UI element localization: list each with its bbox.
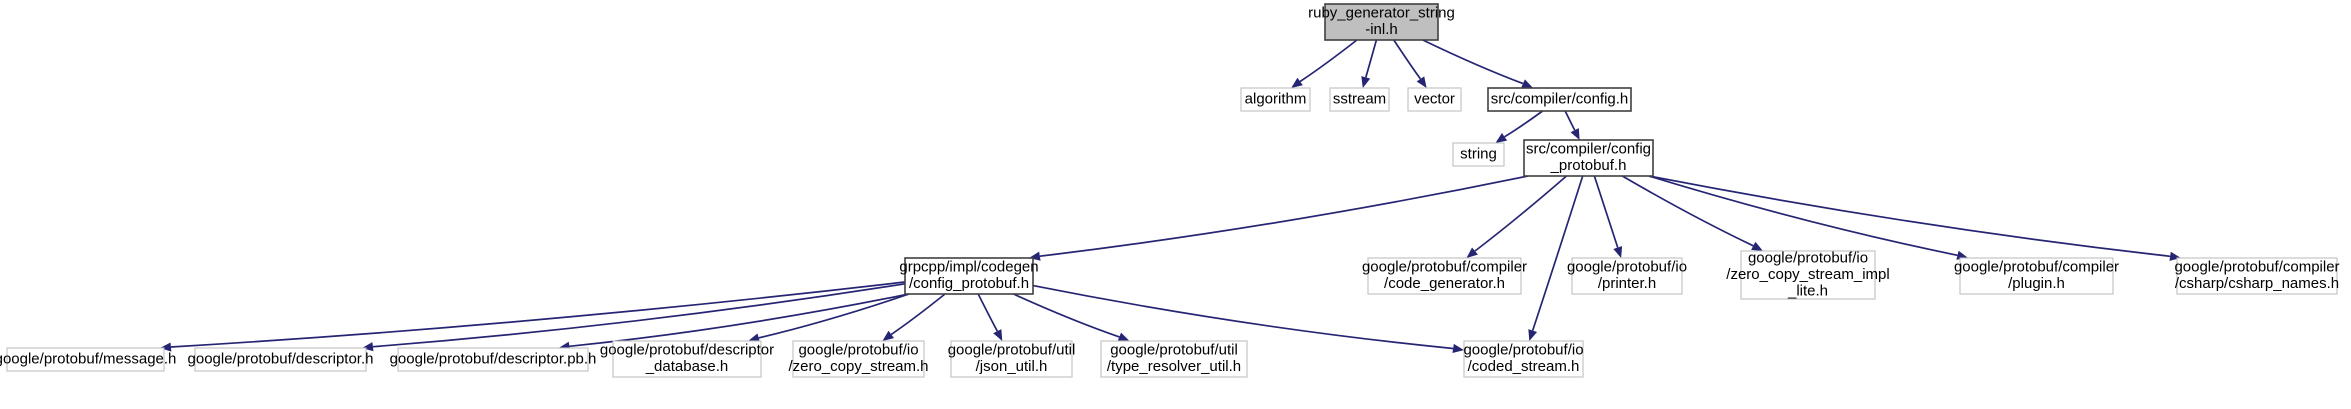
node-box[interactable] bbox=[1324, 3, 1439, 41]
edge-grpcpp-config-to-zero-copy-stream bbox=[890, 293, 946, 336]
arrowhead-root-to-vector bbox=[1416, 76, 1427, 88]
graph-node-type-resolver[interactable]: google/protobuf/util/type_resolver_util.… bbox=[1100, 340, 1248, 378]
graph-node-descriptor-db[interactable]: google/protobuf/descriptor_database.h bbox=[600, 340, 774, 378]
arrowhead-grpcpp-config-to-coded-stream bbox=[1452, 343, 1464, 354]
graph-node-coded-stream[interactable]: google/protobuf/io/coded_stream.h bbox=[1463, 340, 1584, 378]
node-layer: ruby_generator_string-inl.h algorithm sstr… bbox=[0, 3, 2340, 378]
edge-config-protobuf-to-zcs-impl-lite bbox=[1621, 175, 1754, 247]
edge-grpcpp-config-to-type-resolver bbox=[1013, 293, 1120, 338]
node-box[interactable] bbox=[1407, 87, 1462, 112]
arrowhead-grpcpp-config-to-message-h bbox=[160, 342, 172, 352]
arrowhead-config-h-to-config-protobuf bbox=[1570, 128, 1580, 140]
arrowhead-root-to-sstream bbox=[1361, 76, 1371, 88]
edge-grpcpp-config-to-descriptor-db bbox=[758, 293, 910, 339]
node-box[interactable] bbox=[1959, 257, 2114, 295]
arrowhead-grpcpp-config-to-type-resolver bbox=[1117, 332, 1130, 342]
arrowhead-config-protobuf-to-code-generator bbox=[1466, 247, 1478, 258]
graph-node-vector[interactable]: vector bbox=[1407, 87, 1462, 112]
graph-node-grpcpp-config[interactable]: grpcpp/impl/codegen/config_protobuf.h bbox=[899, 257, 1039, 295]
edge-config-protobuf-to-csharp-names bbox=[1648, 175, 2171, 258]
graph-node-message-h[interactable]: google/protobuf/message.h bbox=[0, 347, 176, 372]
graph-node-config-protobuf[interactable]: src/compiler/config_protobuf.h bbox=[1523, 139, 1654, 177]
arrowhead-config-h-to-string bbox=[1495, 133, 1508, 143]
graph-node-plugin[interactable]: google/protobuf/compiler/plugin.h bbox=[1954, 257, 2119, 295]
arrowhead-config-protobuf-to-printer bbox=[1613, 246, 1623, 258]
edge-config-h-to-config-protobuf bbox=[1564, 110, 1576, 131]
node-box[interactable] bbox=[904, 257, 1034, 295]
edge-grpcpp-config-to-descriptor-pb-h bbox=[569, 293, 910, 348]
graph-node-csharp-names[interactable]: google/protobuf/compiler/csharp/csharp_n… bbox=[2174, 257, 2340, 295]
graph-node-sstream[interactable]: sstream bbox=[1329, 87, 1390, 112]
edge-grpcpp-config-to-coded-stream bbox=[1032, 284, 1454, 350]
arrowhead-root-to-algorithm bbox=[1291, 77, 1303, 88]
arrowhead-root-to-config-h bbox=[1521, 79, 1534, 88]
node-box[interactable] bbox=[397, 347, 589, 372]
node-box[interactable] bbox=[1571, 257, 1683, 295]
node-box[interactable] bbox=[792, 340, 925, 378]
arrowhead-grpcpp-config-to-zero-copy-stream bbox=[882, 330, 895, 341]
graph-node-algorithm[interactable]: algorithm bbox=[1240, 87, 1311, 112]
edge-root-to-sstream bbox=[1364, 39, 1378, 78]
edge-config-protobuf-to-plugin bbox=[1648, 175, 1958, 257]
edge-config-h-to-string bbox=[1504, 110, 1544, 138]
graph-node-zero-copy-stream[interactable]: google/protobuf/io/zero_copy_stream.h bbox=[788, 340, 929, 378]
graph-node-string[interactable]: string bbox=[1452, 142, 1505, 167]
graph-node-config-h[interactable]: src/compiler/config.h bbox=[1487, 87, 1632, 112]
node-box[interactable] bbox=[612, 340, 762, 378]
edge-config-protobuf-to-code-generator bbox=[1474, 175, 1568, 252]
edge-config-protobuf-to-coded-stream bbox=[1531, 175, 1584, 331]
edge-root-to-algorithm bbox=[1299, 39, 1358, 83]
node-box[interactable] bbox=[1329, 87, 1390, 112]
arrowhead-grpcpp-config-to-json-util bbox=[993, 329, 1003, 341]
edge-grpcpp-config-to-json-util bbox=[977, 293, 999, 332]
edge-grpcpp-config-to-descriptor-h bbox=[372, 282, 906, 348]
graph-node-json-util[interactable]: google/protobuf/util/json_util.h bbox=[948, 340, 1076, 378]
node-box[interactable] bbox=[1463, 340, 1584, 378]
node-box[interactable] bbox=[194, 347, 367, 372]
node-box[interactable] bbox=[950, 340, 1073, 378]
node-box[interactable] bbox=[1100, 340, 1248, 378]
edge-config-protobuf-to-grpcpp-config bbox=[1039, 175, 1529, 258]
graph-node-descriptor-pb-h[interactable]: google/protobuf/descriptor.pb.h bbox=[390, 347, 597, 372]
node-box[interactable] bbox=[1740, 250, 1876, 300]
edge-config-protobuf-to-printer bbox=[1593, 175, 1619, 248]
graph-node-root[interactable]: ruby_generator_string-inl.h bbox=[1308, 3, 1455, 41]
graph-node-descriptor-h[interactable]: google/protobuf/descriptor.h bbox=[188, 347, 374, 372]
edge-root-to-vector bbox=[1393, 39, 1422, 80]
arrowhead-grpcpp-config-to-descriptor-db bbox=[748, 333, 761, 343]
node-box[interactable] bbox=[1240, 87, 1311, 112]
edge-grpcpp-config-to-message-h bbox=[170, 281, 906, 348]
graph-node-code-generator[interactable]: google/protobuf/compiler/code_generator.… bbox=[1362, 257, 1527, 295]
arrowhead-grpcpp-config-to-descriptor-h bbox=[362, 342, 374, 352]
graph-node-zcs-impl-lite[interactable]: google/protobuf/io/zero_copy_stream_impl… bbox=[1726, 249, 1890, 300]
node-box[interactable] bbox=[6, 347, 165, 372]
node-box[interactable] bbox=[1452, 142, 1505, 167]
edge-root-to-config-h bbox=[1422, 39, 1524, 85]
graph-node-printer[interactable]: google/protobuf/io/printer.h bbox=[1567, 257, 1687, 295]
arrowhead-config-protobuf-to-zcs-impl-lite bbox=[1751, 241, 1763, 251]
node-box[interactable] bbox=[2176, 257, 2338, 295]
arrowhead-config-protobuf-to-coded-stream bbox=[1528, 329, 1538, 341]
node-box[interactable] bbox=[1367, 257, 1522, 295]
node-box[interactable] bbox=[1487, 87, 1632, 112]
node-box[interactable] bbox=[1523, 139, 1654, 177]
edge-layer bbox=[160, 39, 2181, 354]
